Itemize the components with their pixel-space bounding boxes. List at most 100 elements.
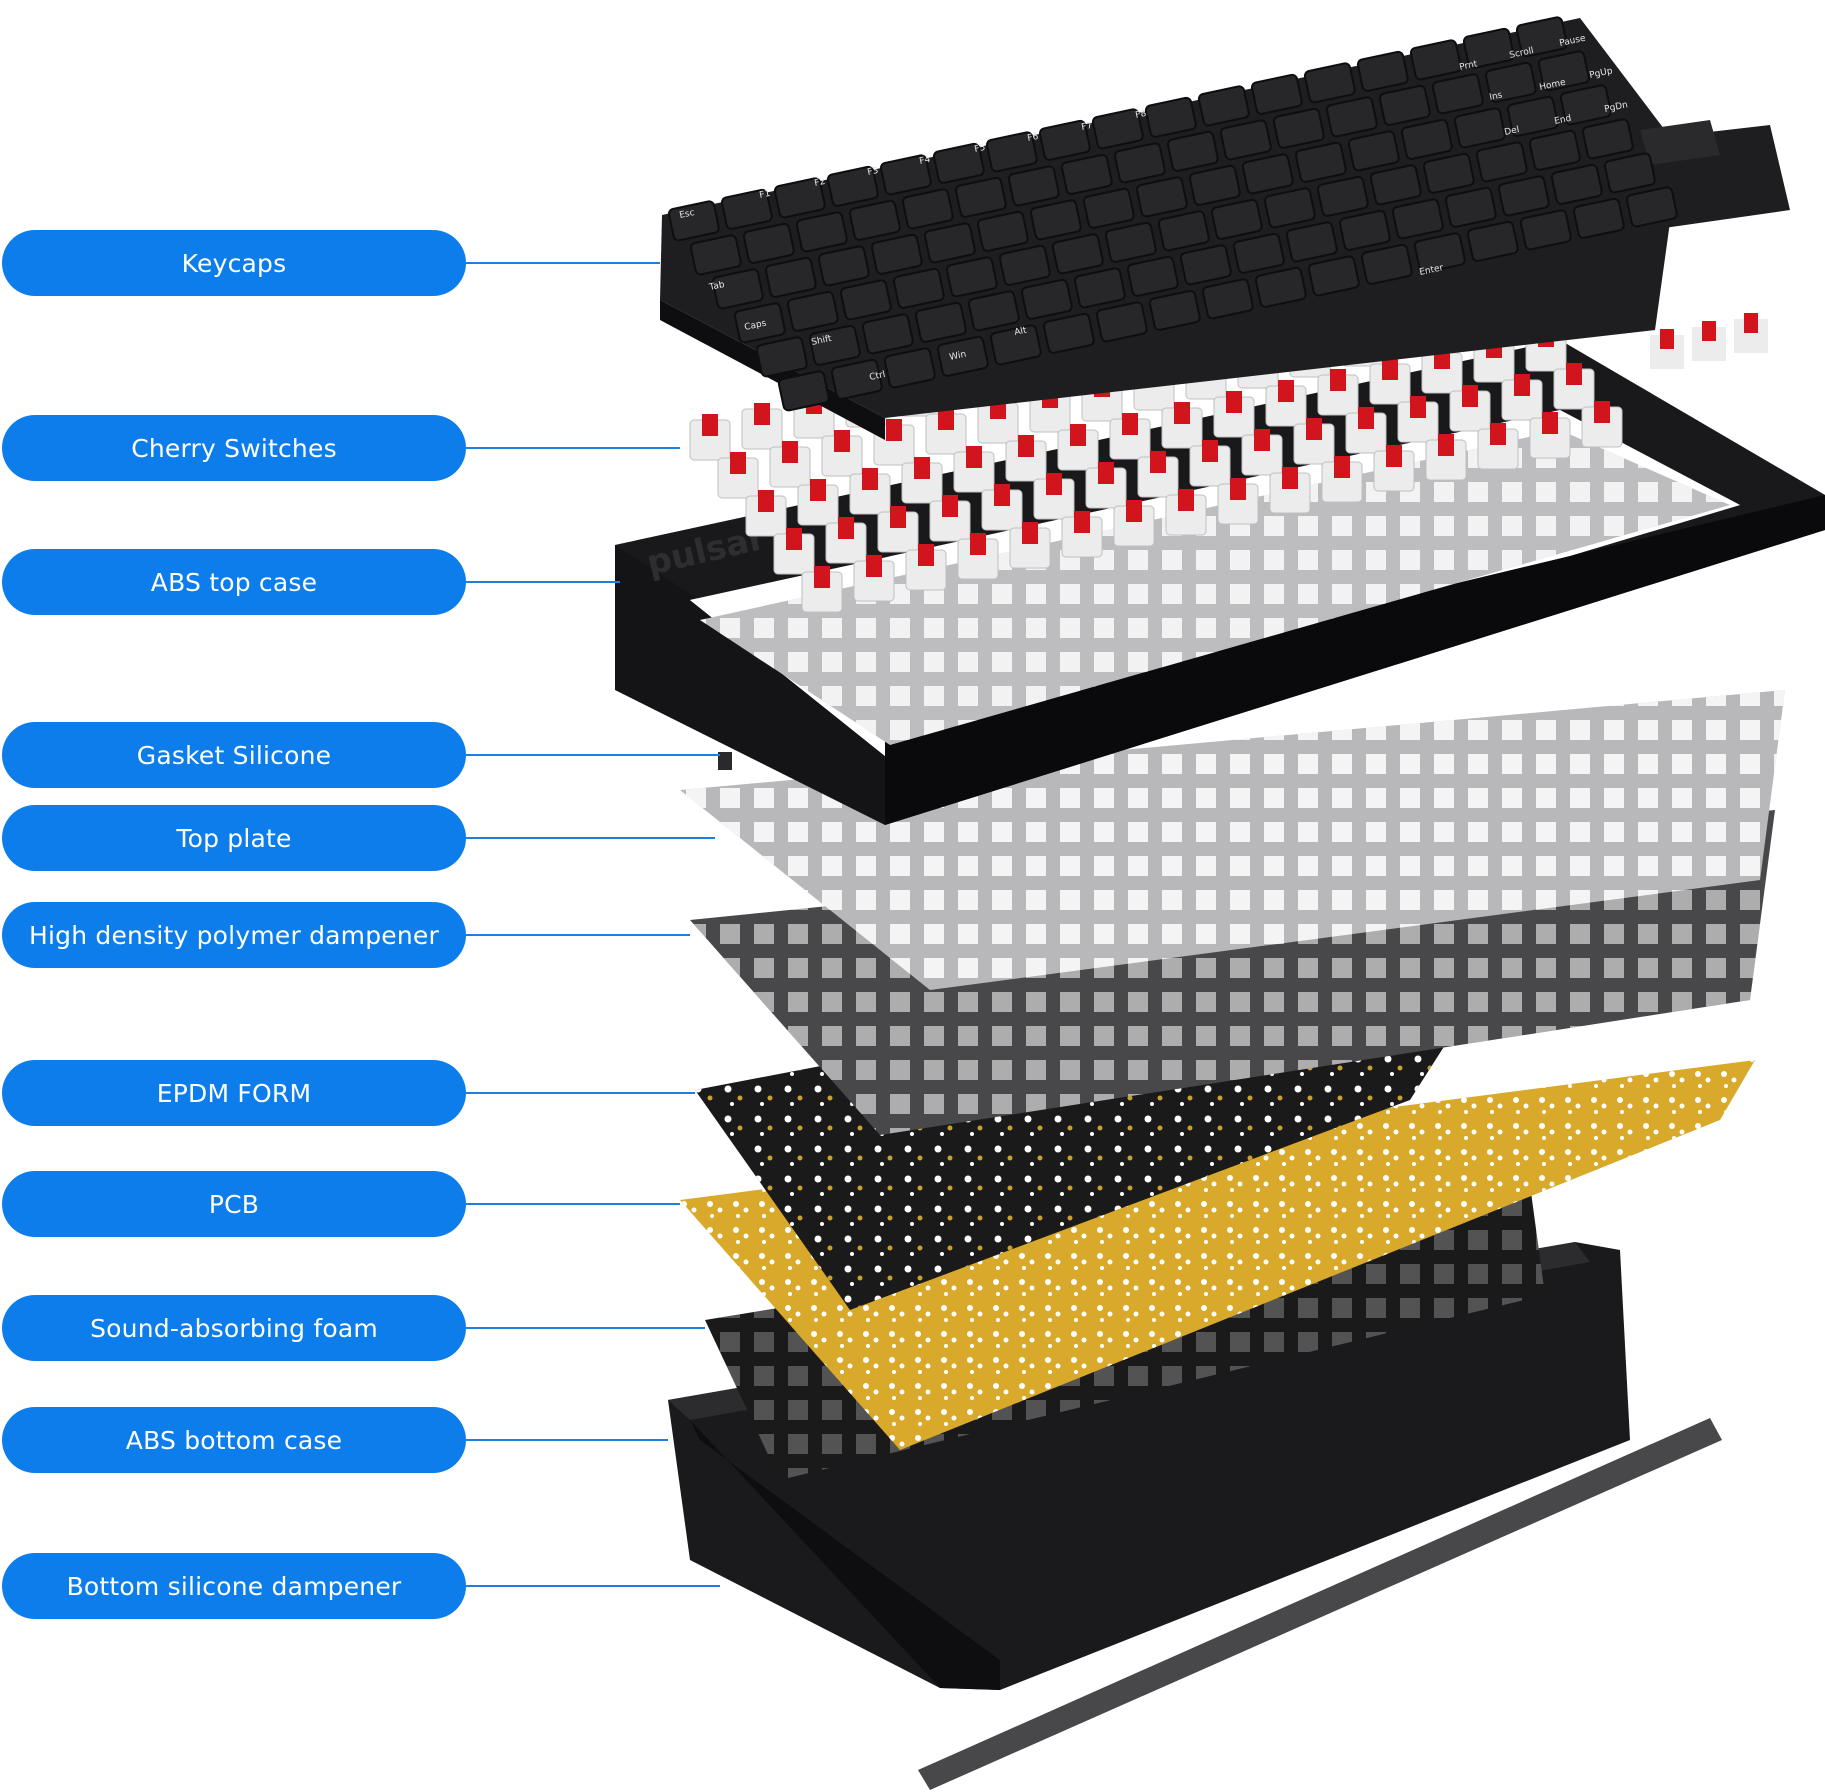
keycap <box>1360 243 1413 285</box>
keycap <box>1378 84 1431 126</box>
switch-stem <box>1566 363 1582 385</box>
keycap <box>1038 119 1091 161</box>
switch-stem <box>1178 489 1194 511</box>
keycap <box>795 211 848 253</box>
keycaps-layer <box>660 16 1790 440</box>
leader-line-bottom-silicone-dampener <box>466 1585 720 1587</box>
switch-stem <box>730 452 746 474</box>
keycap <box>945 256 998 298</box>
keycap <box>1453 107 1506 149</box>
keycap-legend: Del <box>1504 125 1521 138</box>
keycap <box>967 290 1020 332</box>
keycap <box>1484 61 1537 103</box>
keycap <box>936 335 989 377</box>
keycap <box>914 301 967 343</box>
keycap <box>1060 153 1113 195</box>
keycap <box>755 336 808 378</box>
keycap-legend: End <box>1554 114 1573 127</box>
keycap <box>1144 96 1197 138</box>
keycap <box>1029 199 1082 241</box>
switch-stem <box>1330 369 1346 391</box>
keycap <box>879 154 932 196</box>
keycap <box>1232 232 1285 274</box>
keycap <box>1263 187 1316 229</box>
keycap <box>1135 176 1188 218</box>
plate-through-frame <box>700 430 1730 745</box>
keycap <box>1104 221 1157 263</box>
keycap <box>1347 130 1400 172</box>
switch-stem <box>1150 451 1166 473</box>
keycap-legend: F6 <box>1027 132 1040 144</box>
switch-stem <box>1542 412 1558 434</box>
switch-stem <box>1490 423 1506 445</box>
keycap-legend: PgUp <box>1589 66 1614 81</box>
switch-stem <box>994 484 1010 506</box>
leader-line-gasket-silicone <box>466 754 720 756</box>
keycap <box>1572 197 1625 239</box>
keycap <box>989 324 1042 366</box>
keycap-legends: EscF1F2F3F4F5F6F7F8TabCapsShiftCtrlWinAl… <box>679 34 1629 383</box>
keycap-legend: Caps <box>744 318 768 332</box>
switch-stem <box>970 533 986 555</box>
keycap <box>1241 153 1294 195</box>
switch-stem <box>1744 313 1758 333</box>
keycap <box>720 188 773 230</box>
gasket-silicone-piece <box>718 752 732 770</box>
leader-line-sound-absorbing-foam <box>466 1327 705 1329</box>
keycap <box>1475 141 1528 183</box>
keycap <box>786 290 839 332</box>
label-pcb: PCB <box>2 1171 466 1237</box>
keycap <box>1272 107 1325 149</box>
keycap <box>667 200 720 242</box>
switch-stem <box>786 528 802 550</box>
switch-stem <box>702 414 718 436</box>
keycap <box>1073 267 1126 309</box>
keycap <box>1400 118 1453 160</box>
keycap <box>711 268 764 310</box>
label-bottom-silicone-dampener: Bottom silicone dampener <box>2 1553 466 1619</box>
keycap <box>1537 50 1590 92</box>
keycap <box>1444 186 1497 228</box>
keycap <box>1356 50 1409 92</box>
switch-stem <box>758 490 774 512</box>
keycap <box>777 370 830 412</box>
keycap <box>1294 141 1347 183</box>
keycap <box>1007 165 1060 207</box>
switch-stem <box>1174 402 1190 424</box>
leader-line-epdm-form <box>466 1092 695 1094</box>
keycap-legend: Shift <box>811 334 834 348</box>
keycap <box>817 245 870 287</box>
keycap <box>1091 108 1144 150</box>
switch-stem <box>866 555 882 577</box>
keycap <box>883 347 936 389</box>
keycap <box>1497 175 1550 217</box>
keycap <box>1254 266 1307 308</box>
keycap <box>1506 95 1559 137</box>
keycap <box>1581 118 1634 160</box>
switch-stem <box>914 457 930 479</box>
switch-stem <box>1358 407 1374 429</box>
label-cherry-switches: Cherry Switches <box>2 415 466 481</box>
switch-stem <box>1438 434 1454 456</box>
switch-stem <box>862 468 878 490</box>
keycap <box>1550 163 1603 205</box>
switch-stem <box>1278 380 1294 402</box>
keycap <box>1409 39 1462 81</box>
keycap <box>1095 301 1148 343</box>
switch-stem <box>1594 401 1610 423</box>
keycap <box>1082 187 1135 229</box>
keycap <box>742 222 795 264</box>
keycap <box>1431 73 1484 115</box>
keycap <box>1020 278 1073 320</box>
label-sound-absorbing-foam: Sound-absorbing foam <box>2 1295 466 1361</box>
switch-stem <box>1386 445 1402 467</box>
keycap <box>1338 209 1391 251</box>
switch-stem <box>838 517 854 539</box>
keycap <box>1316 175 1369 217</box>
keycap <box>808 324 861 366</box>
keycap <box>689 234 742 276</box>
keycap <box>1157 210 1210 252</box>
keycap <box>923 222 976 264</box>
keycap <box>839 279 892 321</box>
keycap <box>1126 255 1179 297</box>
